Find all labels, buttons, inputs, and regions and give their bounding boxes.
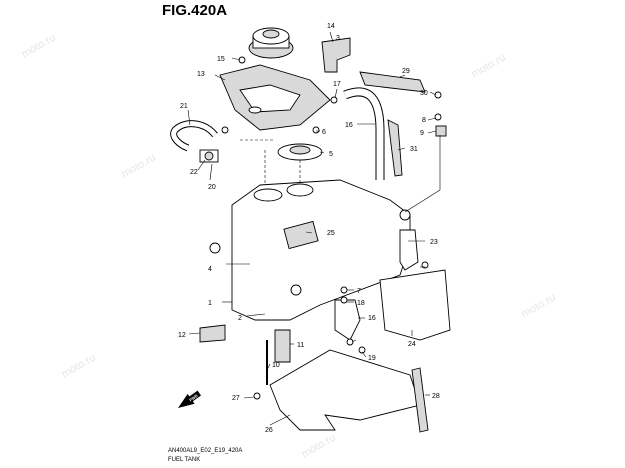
callout-1: 1 xyxy=(208,300,212,307)
callout-28: 28 xyxy=(432,393,440,400)
callout-7: 7 xyxy=(357,288,361,295)
band-strap[interactable] xyxy=(411,367,429,433)
callout-23: 23 xyxy=(430,239,438,246)
tank-cover-bracket[interactable] xyxy=(219,64,331,131)
callout-8: 8 xyxy=(422,117,426,124)
rubber-cushion-small[interactable] xyxy=(274,329,291,363)
callout-30: 30 xyxy=(420,90,428,97)
callout-24: 24 xyxy=(408,341,416,348)
fuel-cap[interactable] xyxy=(248,27,294,59)
diagram-name: FUEL TANK xyxy=(168,457,201,463)
callout-12: 12 xyxy=(178,332,186,339)
fwd-arrow-icon: FWD xyxy=(178,390,202,408)
leader-lines xyxy=(187,31,441,426)
callout-18: 18 xyxy=(357,300,365,307)
callout-31: 31 xyxy=(410,146,418,153)
under-tray[interactable] xyxy=(269,349,421,431)
tank-mount-bracket[interactable] xyxy=(399,229,419,271)
callout-9: 9 xyxy=(420,130,424,137)
fuel-tank[interactable] xyxy=(209,179,411,321)
callout-10: 10 xyxy=(272,362,280,369)
callout-2: 2 xyxy=(238,315,242,322)
callout-16b: 16 xyxy=(368,315,376,322)
callout-27: 27 xyxy=(232,395,240,402)
stay-bracket[interactable] xyxy=(334,299,361,341)
callout-6: 6 xyxy=(322,129,326,136)
breather-hose[interactable] xyxy=(170,120,218,152)
callout-3: 3 xyxy=(336,35,340,42)
callout-29: 29 xyxy=(402,68,410,75)
rubber-grommet[interactable] xyxy=(435,125,447,137)
rubber-cushion[interactable] xyxy=(199,324,226,343)
callout-22: 22 xyxy=(190,169,198,176)
callout-26: 26 xyxy=(265,427,273,434)
drain-hose[interactable] xyxy=(343,87,385,180)
callout-5: 5 xyxy=(329,151,333,158)
heat-shield[interactable] xyxy=(379,269,451,341)
hose-clamp-strap[interactable] xyxy=(359,71,426,93)
callout-11: 11 xyxy=(297,342,304,349)
callout-15: 15 xyxy=(217,56,225,63)
diagram-code: AN400AL9_E02_E19_420A xyxy=(168,448,243,454)
callout-19: 19 xyxy=(368,355,376,362)
callout-labels: 1 2 3 4 5 6 7 8 9 10 11 12 13 14 15 16 1… xyxy=(178,23,440,434)
svg-text:FWD: FWD xyxy=(188,393,198,402)
callout-17: 17 xyxy=(333,81,341,88)
callout-13: 13 xyxy=(197,71,205,78)
callout-25: 25 xyxy=(327,230,335,237)
callout-14: 14 xyxy=(327,23,335,30)
callout-21: 21 xyxy=(180,103,188,110)
figure-title: FIG.420A xyxy=(162,2,228,19)
check-valve[interactable] xyxy=(199,149,219,163)
callout-4: 4 xyxy=(208,266,212,273)
side-bracket[interactable] xyxy=(321,37,351,73)
filler-neck[interactable] xyxy=(277,143,323,161)
tie-clip[interactable] xyxy=(387,119,403,177)
callout-16: 16 xyxy=(345,122,353,129)
callout-20: 20 xyxy=(208,184,216,191)
